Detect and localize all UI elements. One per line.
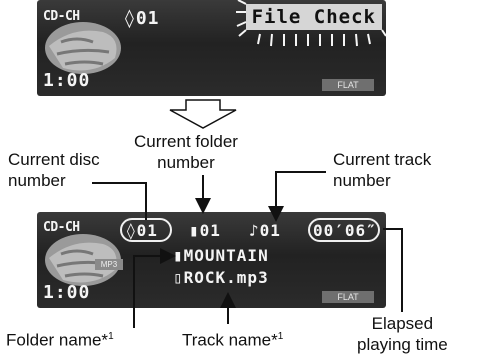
callout-leaders [0,0,477,362]
